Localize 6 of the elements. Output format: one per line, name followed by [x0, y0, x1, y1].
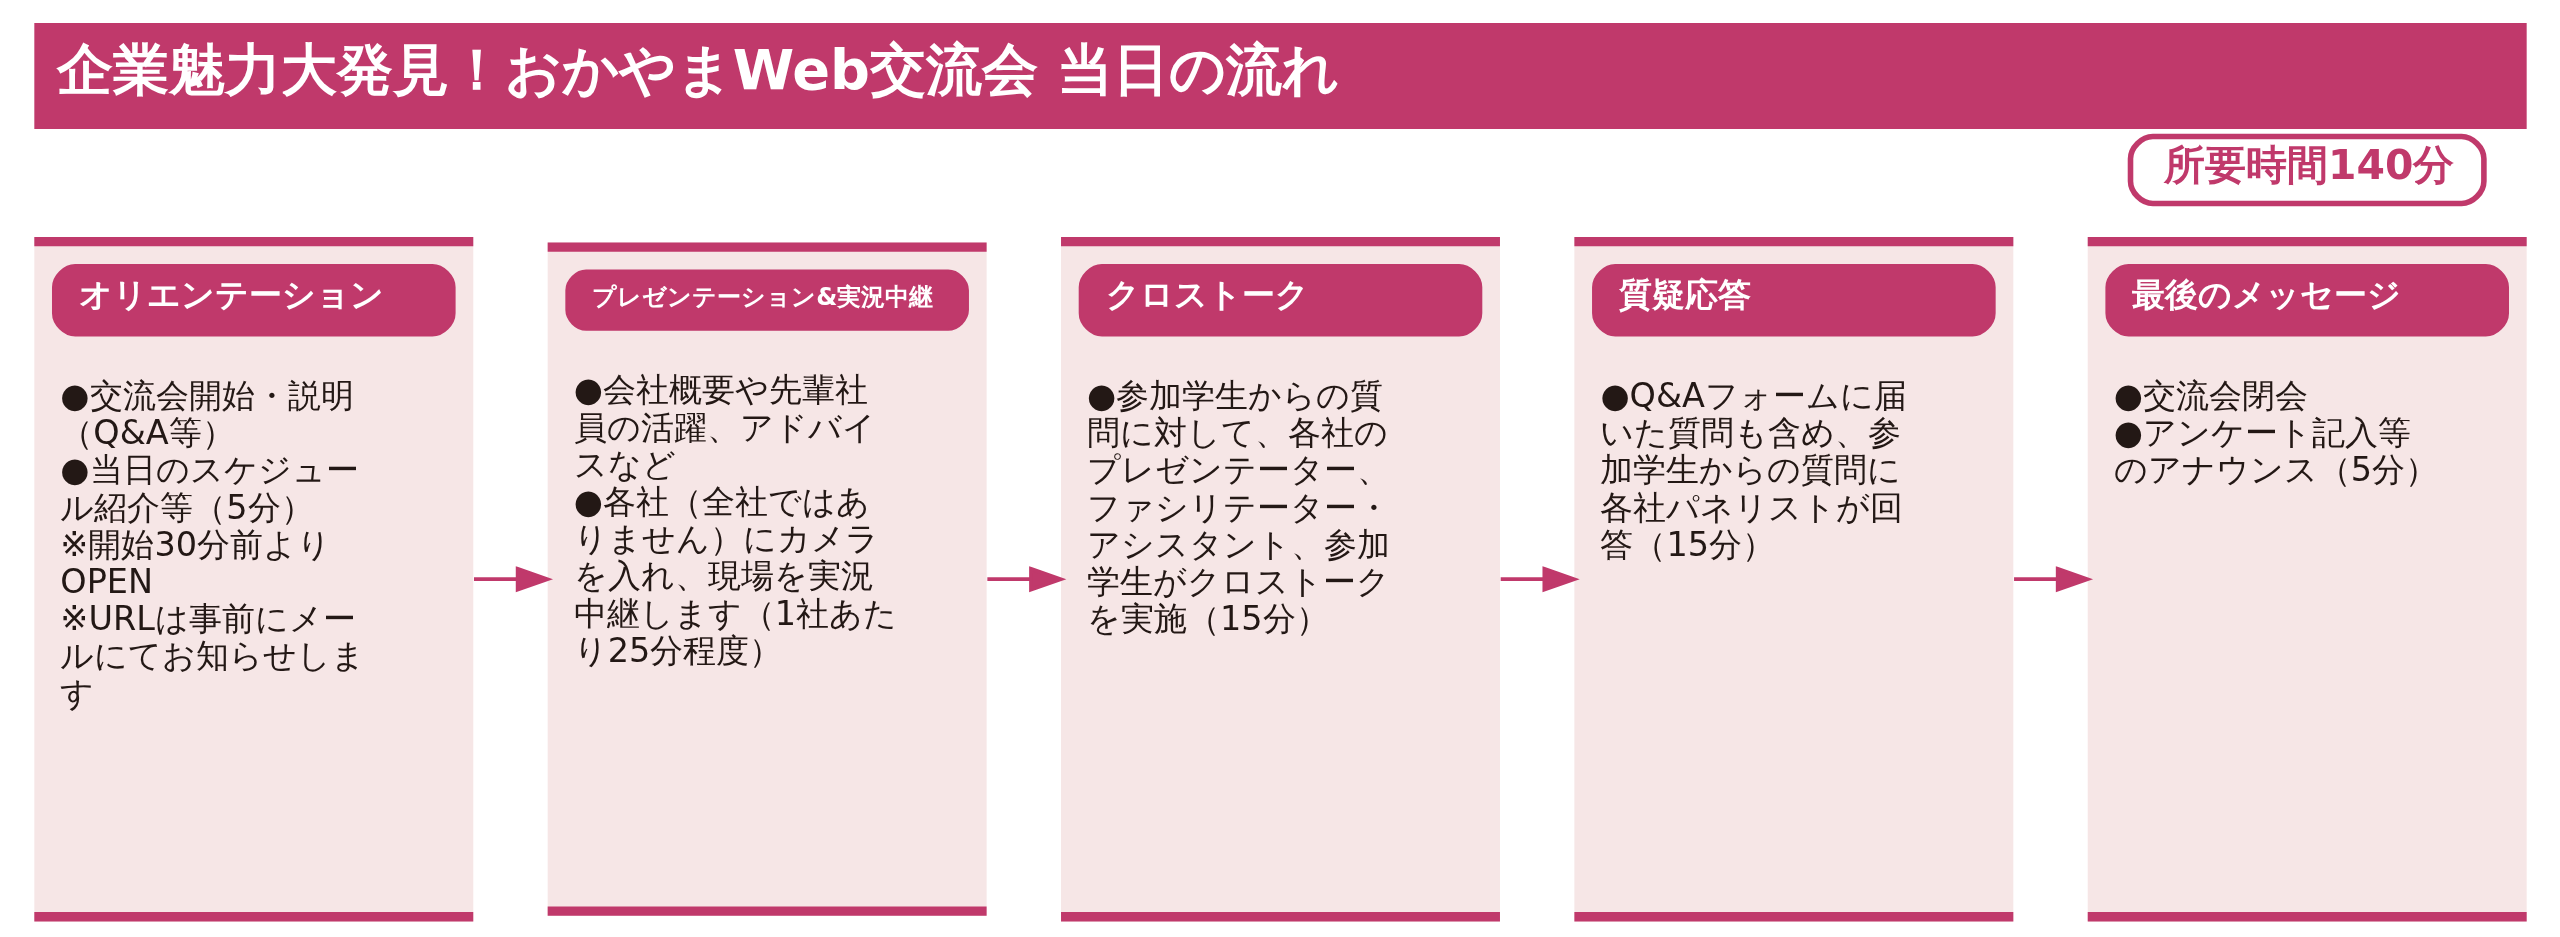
arrow — [986, 566, 1066, 593]
arrow — [1500, 566, 1580, 593]
diagram-title: 企業魅力大発見！おかやまWeb交流会 当日の流れ — [56, 37, 1339, 103]
arrow — [473, 566, 553, 593]
arrow — [2013, 566, 2093, 593]
node-box: 所要時間140分 — [2127, 133, 2487, 207]
